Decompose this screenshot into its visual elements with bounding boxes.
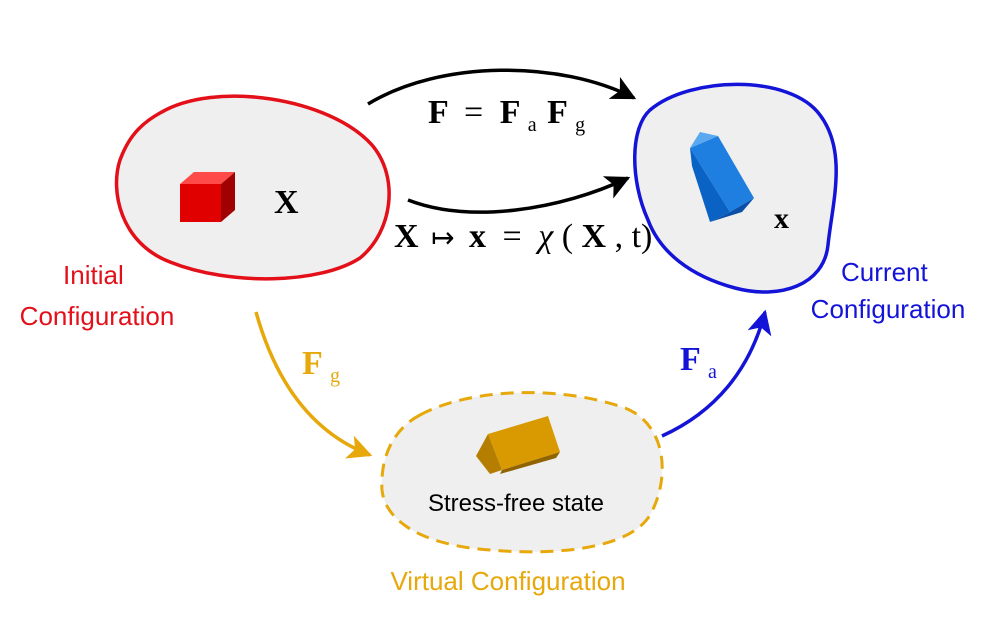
fa-F: F	[680, 341, 700, 378]
fa-sub: a	[708, 361, 717, 383]
elastic-tensor-label: F a	[680, 341, 717, 383]
current-label-line1: Current	[841, 257, 928, 287]
virtual-configuration-blob	[380, 391, 664, 554]
red-cube-icon	[180, 172, 235, 222]
motion-paren-open: (	[562, 218, 573, 255]
formula-equals: =	[464, 94, 483, 131]
motion-arrow	[407, 176, 631, 214]
motion-arg-X: X	[582, 218, 607, 255]
initial-point-label: X	[274, 184, 299, 221]
initial-label-line1: Initial	[63, 260, 124, 290]
initial-configuration-blob	[114, 94, 391, 281]
formula-sub-g: g	[575, 114, 585, 136]
blue-prism-icon	[690, 132, 754, 222]
current-point-label: x	[774, 202, 789, 235]
motion-arg-rest: , t)	[615, 218, 653, 255]
growth-tensor-arrow	[254, 311, 373, 459]
motion-equals: =	[503, 218, 522, 255]
stress-free-state-label: Stress-free state	[428, 490, 604, 517]
fg-sub: g	[330, 365, 340, 387]
current-label-line2: Configuration	[811, 294, 966, 324]
formula-sub-a: a	[528, 114, 537, 136]
motion-formula: X ↦ x = χ ( X , t)	[394, 218, 652, 255]
gold-prism-icon	[476, 416, 560, 474]
formula-Fg: F	[547, 94, 567, 131]
current-configuration-label: Current Configuration	[811, 257, 966, 324]
motion-mapsto: ↦	[431, 223, 454, 254]
virtual-configuration-label: Virtual Configuration	[390, 566, 625, 596]
motion-X: X	[394, 218, 419, 255]
motion-chi: χ	[535, 218, 554, 255]
growth-tensor-label: F g	[302, 345, 340, 387]
deformation-gradient-arrow	[367, 68, 637, 106]
initial-label-line2: Configuration	[20, 301, 175, 331]
fg-F: F	[302, 345, 322, 382]
formula-F: F	[428, 94, 448, 131]
initial-configuration-label: Initial Configuration	[20, 260, 175, 331]
deformation-gradient-formula: F = F a F g	[428, 94, 585, 139]
elastic-tensor-arrow	[661, 309, 772, 438]
motion-x: x	[469, 218, 486, 255]
formula-Fa: F	[500, 94, 520, 131]
